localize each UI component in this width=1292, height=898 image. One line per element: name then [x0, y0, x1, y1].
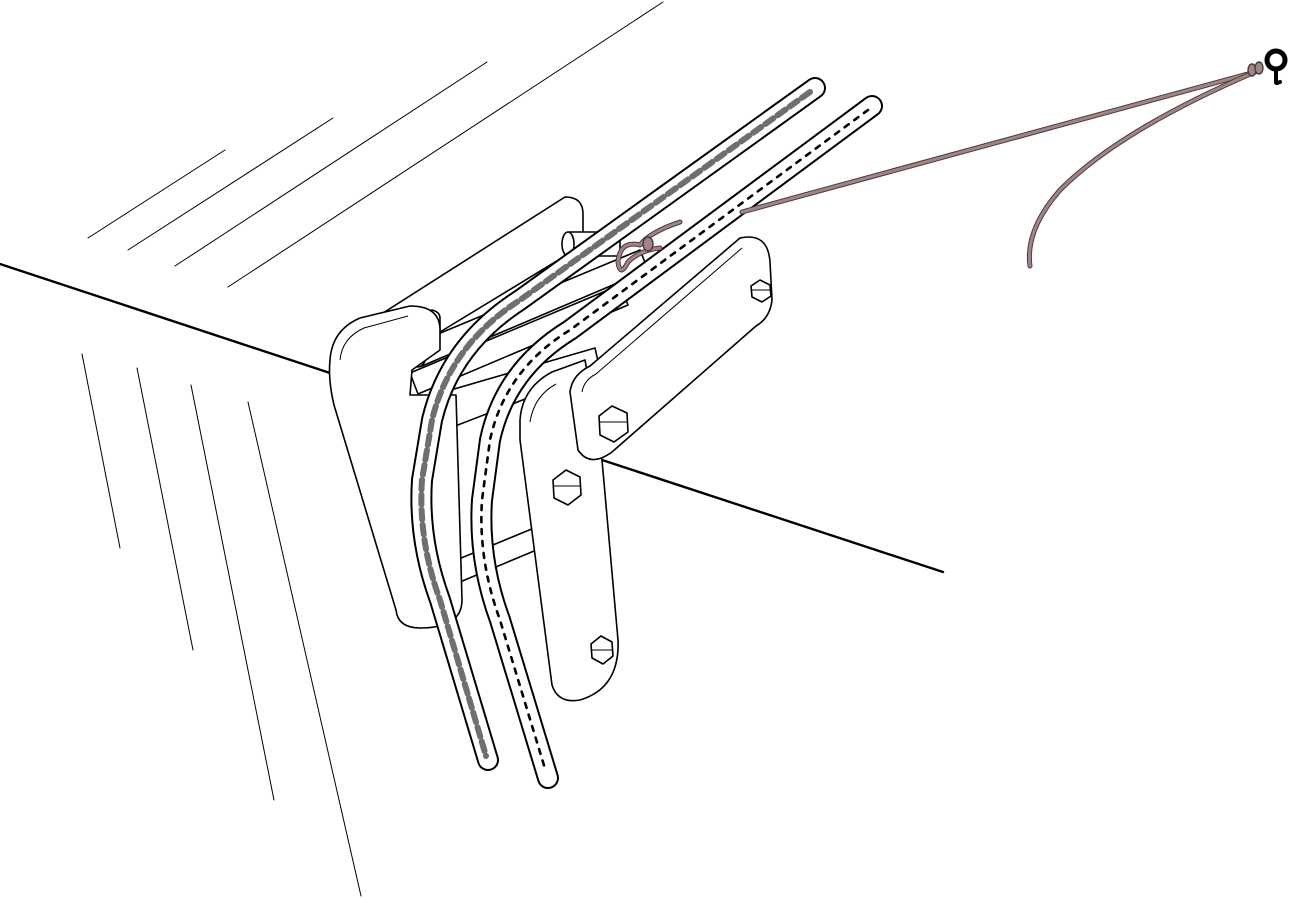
hex-bolt-icon	[590, 635, 614, 665]
strap-grey-stitching	[418, 89, 813, 759]
hex-bolt-icon	[750, 279, 772, 303]
side-hatching	[81, 353, 362, 897]
hex-bolt-icon	[598, 405, 629, 443]
bolts	[552, 279, 772, 665]
strap-dotted-stitching	[480, 108, 870, 774]
surface-edge-left	[0, 262, 332, 375]
top-hatching	[87, 1, 664, 288]
clamp-plate-rear	[371, 196, 584, 333]
clamp-plate-front	[519, 236, 773, 702]
strap-dotted	[470, 95, 883, 789]
surface-edge-right	[594, 456, 945, 574]
cord	[615, 61, 1264, 273]
strap-grey	[410, 77, 826, 771]
surface	[0, 1, 945, 897]
front-plate-upper	[569, 236, 773, 461]
straps	[410, 77, 883, 789]
cord-knot	[642, 61, 1264, 252]
eyelet-ring-icon	[1264, 48, 1288, 85]
hex-bolt-icon	[552, 469, 582, 506]
